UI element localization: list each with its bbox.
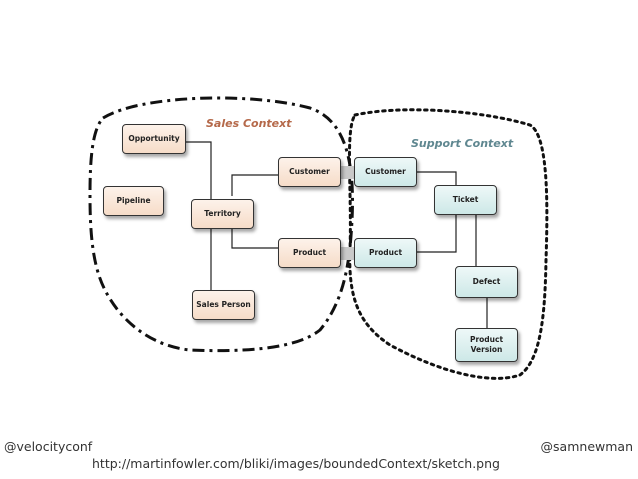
node-sales-product-label: Product [292, 247, 327, 257]
footer-right-handle: @samnewman [540, 439, 633, 454]
node-sales-person[interactable]: Sales Person [192, 290, 255, 320]
sales-context-title: Sales Context [206, 117, 292, 130]
product-link [341, 247, 355, 260]
sales-context-boundary [88, 96, 354, 353]
node-product-version[interactable]: Product Version [455, 328, 518, 362]
node-opportunity-label: Opportunity [128, 133, 180, 143]
node-sales-person-label: Sales Person [196, 299, 251, 309]
node-support-product-label: Product [368, 247, 403, 257]
footer-left-handle: @velocityconf [4, 439, 93, 454]
support-connectors [416, 171, 488, 328]
node-pipeline[interactable]: Pipeline [103, 186, 164, 216]
customer-link [341, 166, 355, 179]
node-pipeline-label: Pipeline [116, 195, 151, 205]
node-support-customer[interactable]: Customer [354, 157, 417, 187]
node-product-version-label-line2: Version [470, 345, 503, 354]
node-opportunity[interactable]: Opportunity [122, 124, 186, 154]
node-sales-customer-label: Customer [289, 166, 330, 176]
node-sales-product[interactable]: Product [278, 238, 341, 268]
node-defect[interactable]: Defect [455, 266, 518, 298]
footer-source-url[interactable]: http://martinfowler.com/bliki/images/bou… [92, 456, 500, 471]
node-sales-customer[interactable]: Customer [278, 157, 341, 187]
node-ticket[interactable]: Ticket [434, 185, 497, 215]
support-context-title: Support Context [411, 137, 514, 150]
node-support-product[interactable]: Product [354, 238, 417, 268]
node-territory-label: Territory [204, 208, 241, 218]
node-defect-label: Defect [472, 276, 501, 286]
node-ticket-label: Ticket [452, 194, 479, 204]
sales-connectors [186, 141, 278, 290]
node-support-customer-label: Customer [365, 166, 406, 176]
node-product-version-label-line1: Product [469, 334, 504, 344]
node-territory[interactable]: Territory [191, 199, 254, 229]
